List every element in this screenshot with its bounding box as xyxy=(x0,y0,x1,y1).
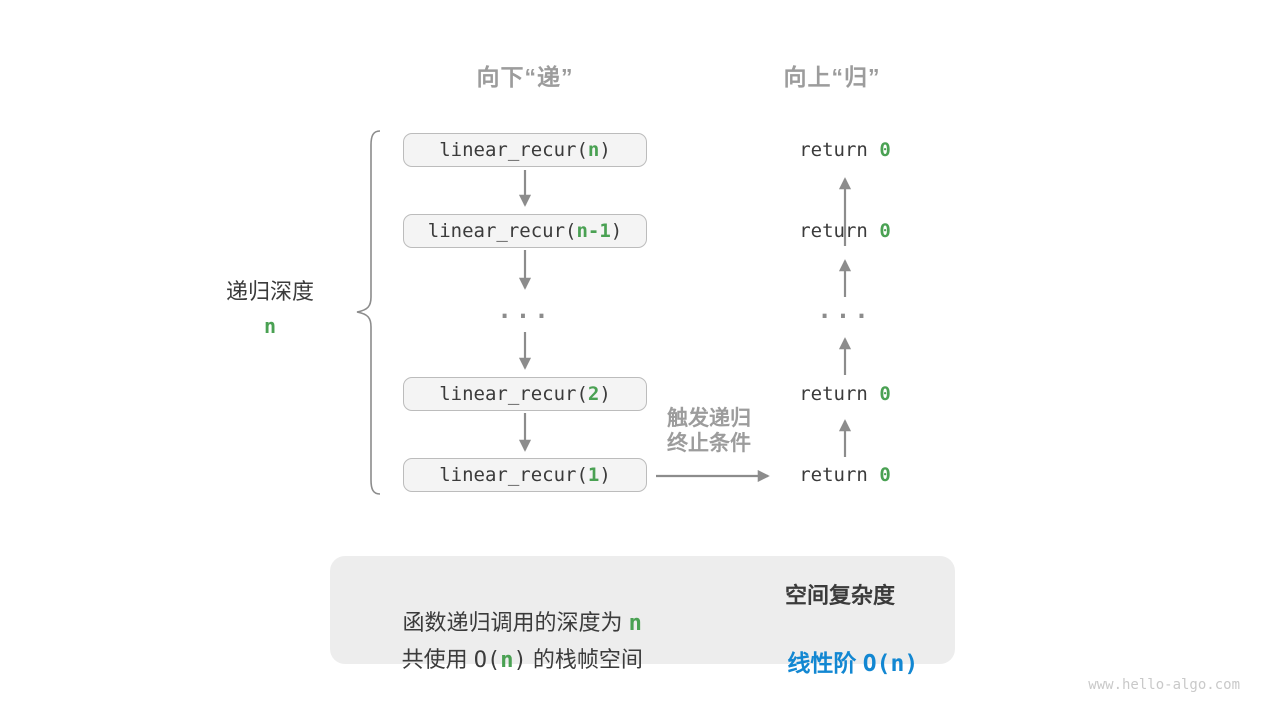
call-box-1: linear_recur(1) xyxy=(403,458,647,492)
return-keyword: return xyxy=(799,464,880,486)
recursion-depth-value: n xyxy=(263,314,277,338)
call-text-close: ) xyxy=(610,220,623,242)
call-arg: n xyxy=(587,139,600,161)
summary-space-prefix: 共使用 xyxy=(401,647,474,672)
call-text: linear_recur( xyxy=(427,220,577,242)
termination-note-line2: 终止条件 xyxy=(667,432,751,455)
termination-condition-note: 触发递归 终止条件 xyxy=(629,406,789,456)
watermark-url: www.hello-algo.com xyxy=(1088,677,1240,693)
complexity-order-label: 线性阶 xyxy=(787,650,863,676)
summary-space-open: O( xyxy=(473,648,501,673)
ascend-column-header: 向上“归” xyxy=(783,64,881,90)
complexity-big-o: O(n) xyxy=(862,651,919,677)
ascend-ellipsis: ... xyxy=(817,296,873,324)
return-value: 0 xyxy=(879,139,891,161)
descend-ellipsis: ... xyxy=(497,296,553,324)
return-keyword: return xyxy=(799,220,880,242)
return-statement: return 0 xyxy=(725,136,965,164)
call-text: linear_recur( xyxy=(439,139,588,161)
summary-depth-n: n xyxy=(628,611,642,636)
call-arg: 1 xyxy=(587,464,600,486)
space-complexity-title: 空间复杂度 xyxy=(784,583,895,608)
depth-brace xyxy=(356,130,381,495)
call-text: linear_recur( xyxy=(439,383,588,405)
return-statement: return 0 xyxy=(725,217,965,245)
call-text-close: ) xyxy=(599,464,611,486)
summary-depth-line: 函数递归调用的深度为 n xyxy=(360,579,660,663)
summary-panel xyxy=(330,556,955,664)
return-value: 0 xyxy=(879,383,891,405)
call-arg: n-1 xyxy=(576,220,611,242)
return-statement: return 0 xyxy=(725,380,965,408)
return-keyword: return xyxy=(799,383,880,405)
summary-depth-text: 函数递归调用的深度为 xyxy=(402,610,629,635)
descend-column-header: 向下“递” xyxy=(476,64,574,90)
call-box-n: linear_recur(n) xyxy=(403,133,647,167)
call-arg: 2 xyxy=(587,383,600,405)
termination-note-line1: 触发递归 xyxy=(667,407,751,430)
recursion-depth-label: 递归深度 xyxy=(225,279,314,304)
call-text-close: ) xyxy=(599,383,611,405)
return-value: 0 xyxy=(879,464,891,486)
summary-space-close: ) xyxy=(513,648,527,673)
summary-space-suffix: 的栈帧空间 xyxy=(526,647,643,672)
summary-space-line: 共使用 O(n) 的栈帧空间 xyxy=(360,616,660,700)
call-text-close: ) xyxy=(599,139,611,161)
space-complexity-result: 线性阶 O(n) xyxy=(740,617,940,705)
return-keyword: return xyxy=(799,139,880,161)
return-statement: return 0 xyxy=(725,461,965,489)
call-box-2: linear_recur(2) xyxy=(403,377,647,411)
return-value: 0 xyxy=(879,220,891,242)
summary-space-n: n xyxy=(500,648,514,673)
call-text: linear_recur( xyxy=(439,464,588,486)
call-box-n-1: linear_recur(n-1) xyxy=(403,214,647,248)
